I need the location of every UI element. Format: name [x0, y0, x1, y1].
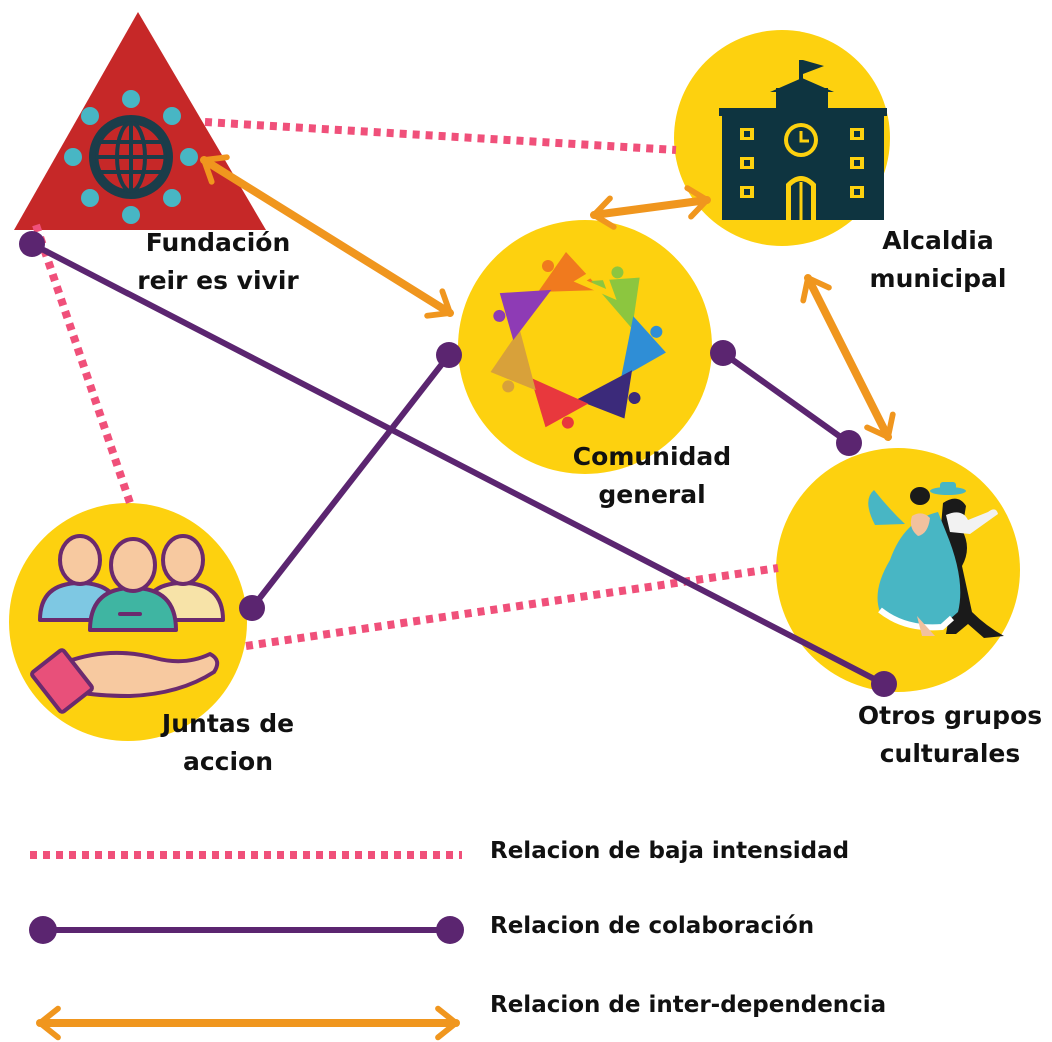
endpoint-dot	[710, 340, 736, 366]
fundacion-label: Fundación reir es vivir	[131, 224, 305, 300]
relation-fundacion-comunidad	[200, 154, 454, 319]
endpoint-dot	[436, 342, 462, 368]
juntas-label-line1: Juntas de	[161, 709, 295, 738]
relation-juntas-comunidad	[249, 353, 452, 610]
legend-collaboration-label: Relacion de colaboración	[490, 913, 815, 939]
fundacion-label-line2: reir es vivir	[137, 266, 299, 295]
otros-label: Otros grupos culturales	[850, 697, 1050, 773]
town-hall-icon	[719, 60, 887, 220]
comunidad-label-line2: general	[598, 480, 706, 509]
relation-alcaldia-otros	[800, 274, 896, 441]
comunidad-circle	[458, 220, 712, 474]
relations-layer	[19, 118, 897, 697]
community-triangles-icon	[490, 252, 666, 429]
legend-low-intensity-label: Relacion de baja intensidad	[490, 838, 850, 864]
fundacion-label-line1: Fundación	[145, 228, 291, 257]
endpoint-dot	[871, 671, 897, 697]
relation-fundacion-otros	[30, 241, 886, 687]
folk-dancers-icon	[868, 482, 1004, 638]
comunidad-label: Comunidad general	[562, 438, 742, 514]
alcaldia-label-line2: municipal	[869, 264, 1007, 293]
otros-label-line2: culturales	[879, 739, 1021, 768]
otros-label-line1: Otros grupos	[857, 701, 1043, 730]
legend-collaboration-dot	[29, 916, 57, 944]
alcaldia-label: Alcaldia municipal	[858, 222, 1018, 298]
juntas-label: Juntas de accion	[148, 705, 308, 781]
alcaldia-label-line1: Alcaldia	[882, 226, 994, 255]
people-hand-icon	[30, 534, 225, 714]
endpoint-dot	[239, 595, 265, 621]
juntas-label-line2: accion	[182, 747, 274, 776]
relation-fundacion-juntas	[32, 223, 134, 505]
globe-people-icon	[64, 90, 198, 224]
legend-collaboration-dot	[436, 916, 464, 944]
relation-comunidad-alcaldia	[590, 185, 711, 230]
endpoint-dot	[19, 231, 45, 257]
relation-fundacion-alcaldia	[204, 118, 677, 154]
comunidad-label-line1: Comunidad	[572, 442, 732, 471]
legend-interdependence-label: Relacion de inter-dependencia	[490, 992, 887, 1018]
